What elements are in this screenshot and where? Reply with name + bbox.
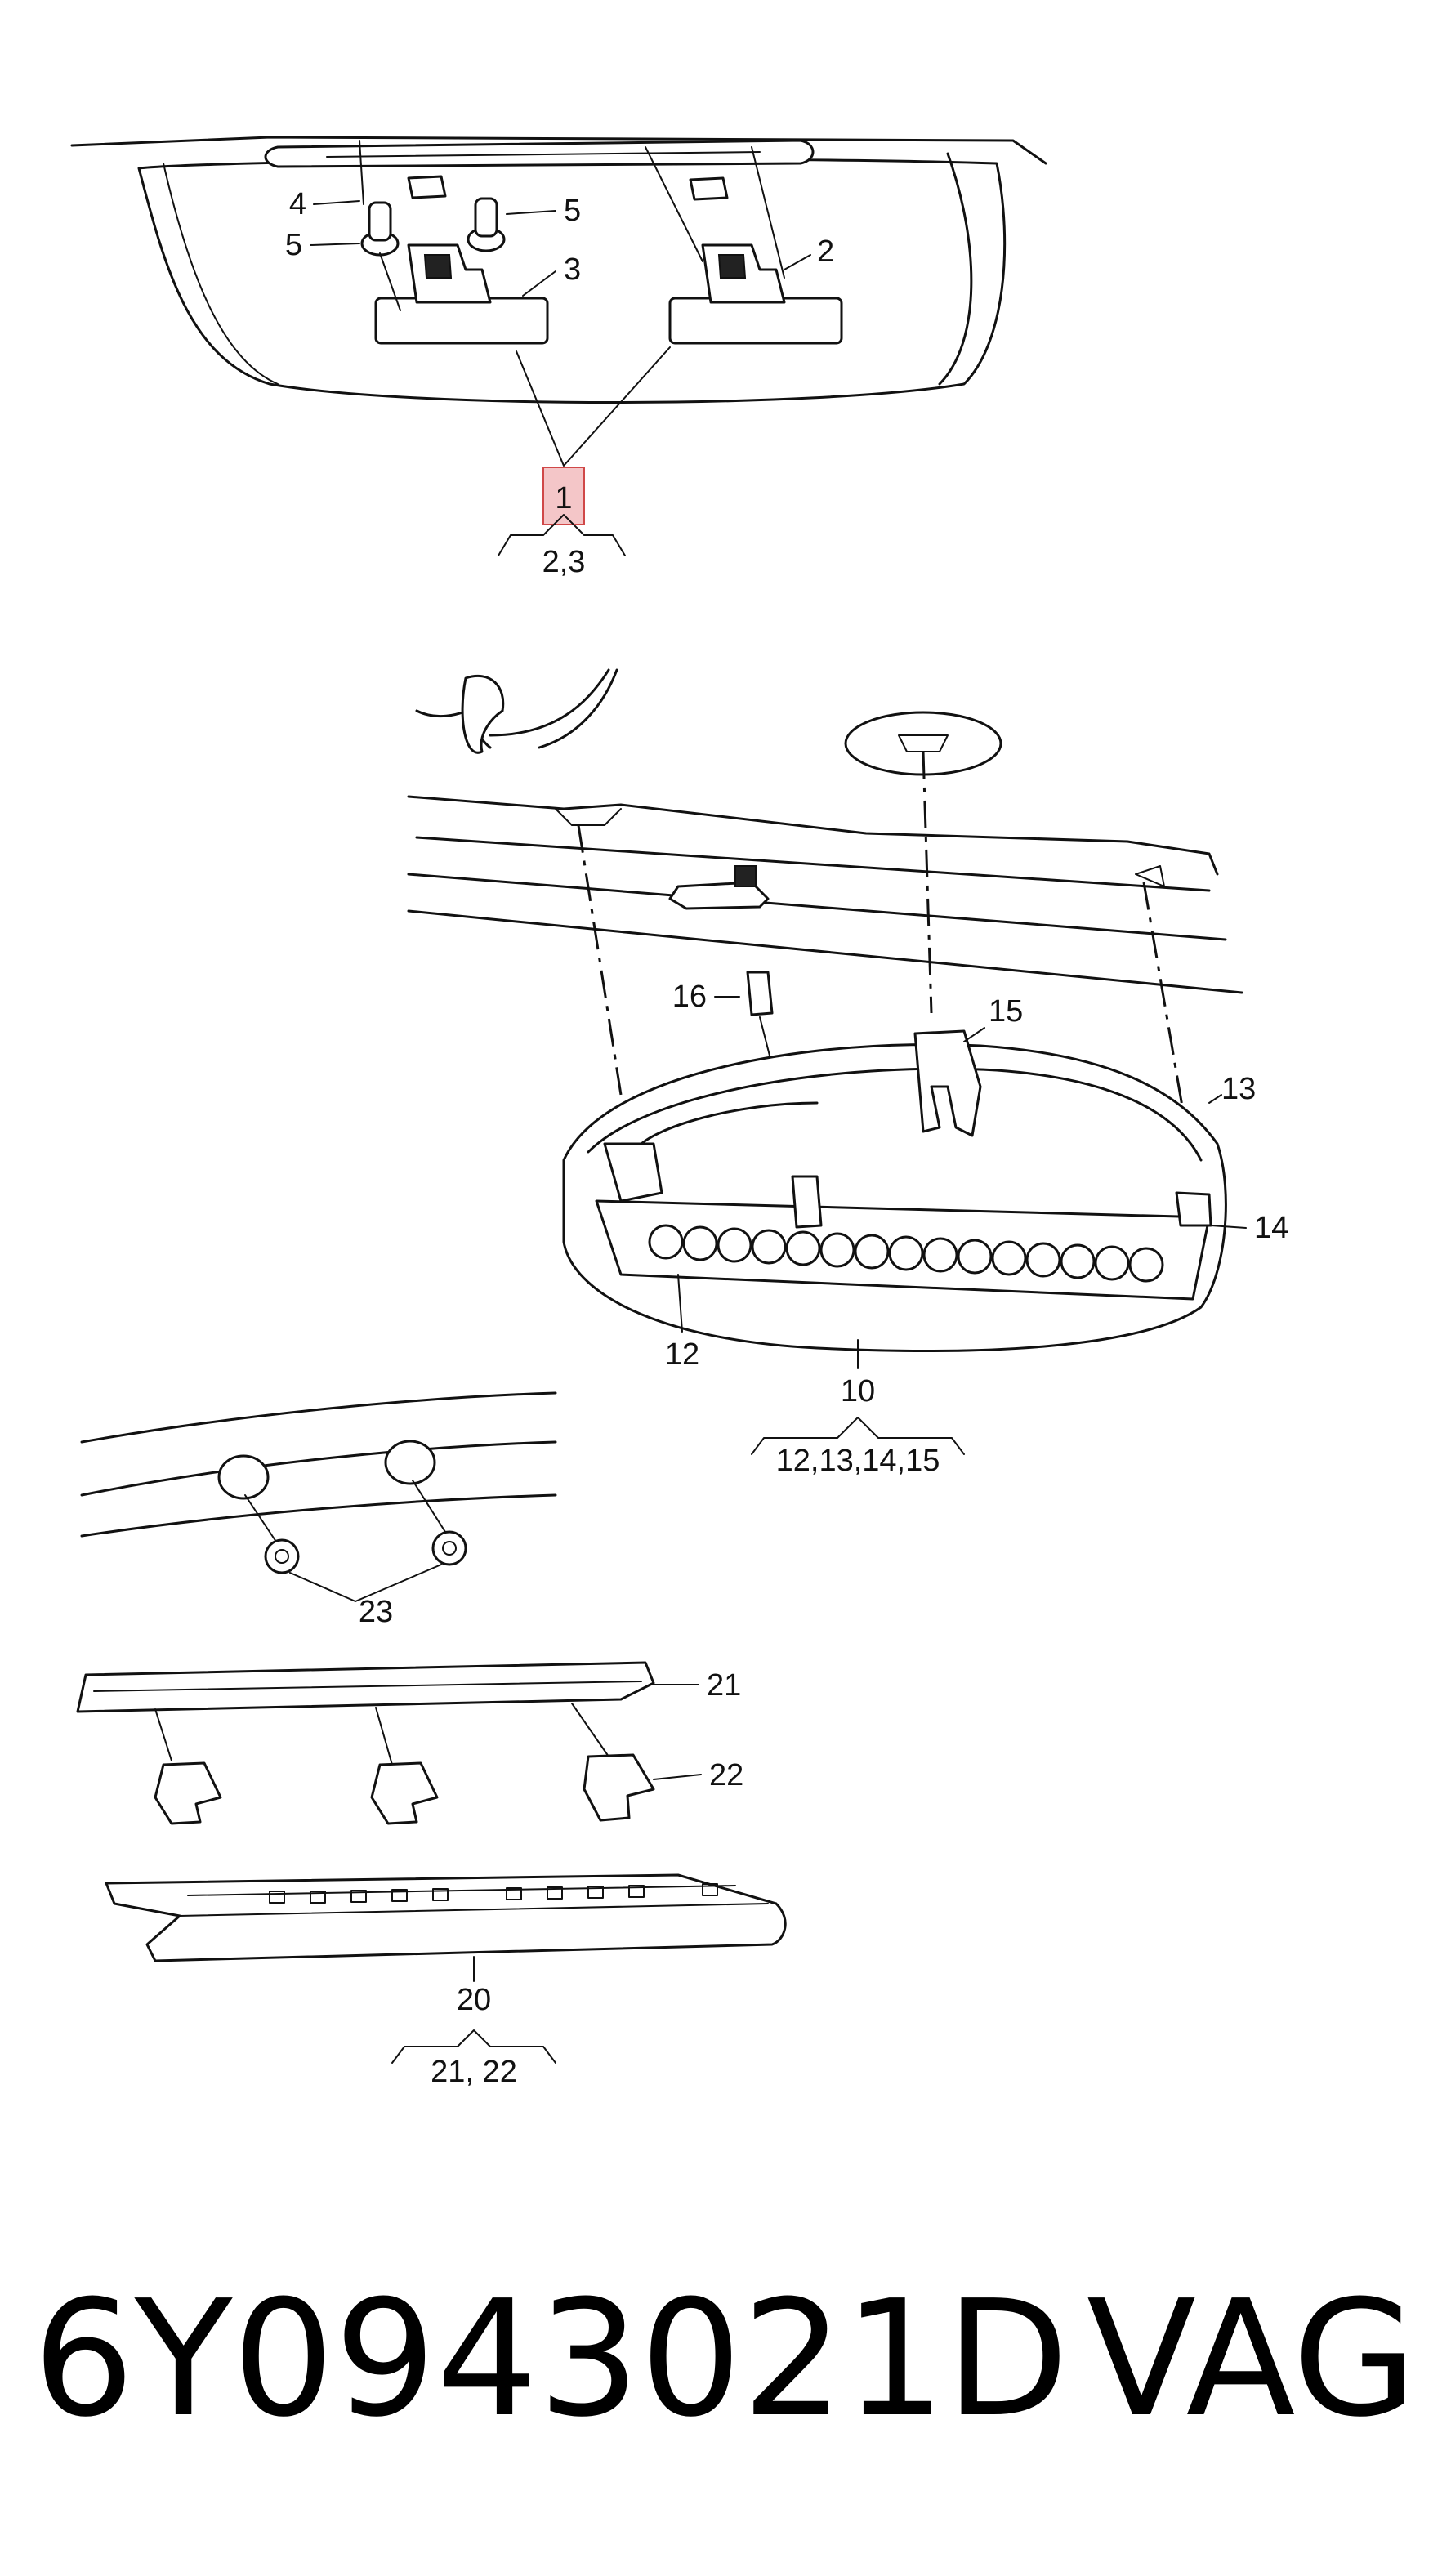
callout-3[interactable]: 3: [564, 252, 581, 287]
callout-1[interactable]: 1: [555, 481, 572, 516]
callout-5-left[interactable]: 5: [285, 228, 302, 262]
brake-light-housing: [407, 668, 1243, 1352]
callout-16[interactable]: 16: [672, 980, 707, 1014]
group-20-subparts: 21, 22: [431, 2055, 517, 2089]
upper-assembly: [70, 136, 1047, 467]
group-1-subparts: 2,3: [542, 545, 586, 579]
callout-10[interactable]: 10: [841, 1374, 875, 1409]
callout-21[interactable]: 21: [707, 1668, 741, 1703]
callout-20[interactable]: 20: [457, 1983, 491, 2017]
callout-5-right[interactable]: 5: [564, 194, 581, 228]
mounting-section: [80, 1391, 557, 1602]
group-10-subparts: 12,13,14,15: [776, 1444, 940, 1478]
brand-name: VAG: [1087, 2266, 1417, 2453]
cover-section: [76, 1661, 787, 1962]
led-row: [648, 1224, 1164, 1283]
callout-13[interactable]: 13: [1221, 1072, 1256, 1106]
callout-22[interactable]: 22: [709, 1758, 743, 1792]
callout-15[interactable]: 15: [989, 994, 1023, 1029]
callout-14[interactable]: 14: [1254, 1211, 1288, 1245]
part-number: 6Y0943021D: [33, 2266, 1069, 2453]
callout-12[interactable]: 12: [665, 1337, 699, 1372]
callout-4[interactable]: 4: [289, 187, 306, 221]
callout-2[interactable]: 2: [817, 234, 834, 269]
callout-23[interactable]: 23: [359, 1595, 393, 1629]
